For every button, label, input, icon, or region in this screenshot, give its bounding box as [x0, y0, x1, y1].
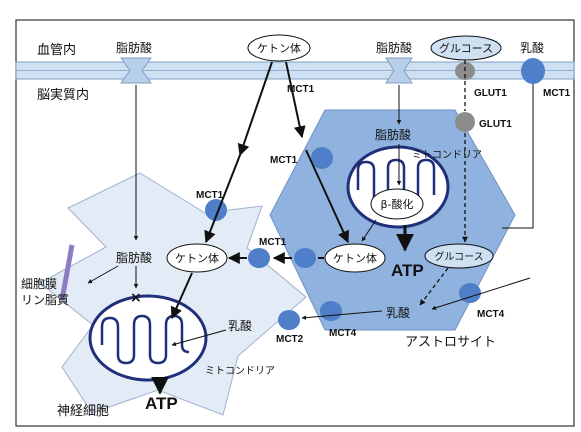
astrocyte-region-label: アストロサイト	[405, 335, 496, 350]
neuron-ketone-label: ケトン体	[175, 251, 219, 265]
mct1-astro-label: MCT1	[270, 155, 298, 166]
neuron-lactate-label: 乳酸	[228, 318, 252, 333]
astro-ketone-label: ケトン体	[333, 251, 377, 265]
glut1-astro-label: GLUT1	[479, 119, 512, 130]
ketone-blood-oval	[247, 34, 311, 62]
astro-glucose-label: グルコース	[434, 250, 483, 263]
glut1-astro-transporter	[455, 112, 475, 132]
glucose-blood-label: グルコース	[439, 41, 493, 55]
arrow-fatty-acid-to-membrane	[87, 265, 119, 284]
blocked-x-mark: ×	[130, 290, 142, 306]
mct1-astro-transporter	[311, 147, 333, 169]
ketone-astro-oval	[324, 243, 386, 273]
beta-oxidation-label: β-酸化	[381, 197, 414, 211]
glut1-vessel-label: GLUT1	[474, 88, 507, 99]
fatty-acid-right-label: 脂肪酸	[376, 40, 412, 55]
neuron-mitochondria-label: ミトコンドリア	[205, 366, 275, 377]
neuron-fatty-acid-label: 脂肪酸	[116, 250, 152, 265]
glucose-blood-oval	[430, 35, 502, 61]
mct1-lactate-vessel-label: MCT1	[543, 88, 571, 99]
astro-lactate-label: 乳酸	[386, 305, 410, 320]
mct1-ketone-label: MCT1	[259, 237, 287, 248]
mct1-neuron-label: MCT1	[196, 190, 224, 201]
mct4-right-transporter	[459, 283, 481, 303]
membrane-label-line2: リン脂質	[21, 292, 69, 307]
astrocyte-cristae	[356, 158, 436, 214]
neuron-mitochondrion	[88, 294, 208, 382]
fatty-acid-channel-left	[120, 57, 152, 84]
arrow-mito-to-ketone	[361, 219, 377, 242]
neuron-atp-label: ATP	[145, 394, 178, 413]
mct1-neuron-ketone-transporter	[248, 248, 270, 268]
mct1-astro-ketone-transporter	[294, 248, 316, 268]
fatty-acid-left-label: 脂肪酸	[116, 40, 152, 55]
arrow-ketone-into-astro	[305, 149, 349, 244]
astro-mitochondria-label: ミトコンドリア	[412, 150, 482, 161]
ketone-neuron-oval	[166, 243, 228, 273]
beta-oxidation-oval	[370, 188, 424, 220]
arrow-ketone-blood-to-astro	[285, 61, 306, 139]
mct1-ketone-vessel-label: MCT1	[287, 84, 315, 95]
astro-atp-label: ATP	[391, 261, 424, 280]
mct4-right-label: MCT4	[477, 309, 505, 320]
mct4-astro-transporter	[320, 301, 342, 321]
membrane-label-line1: 細胞膜	[21, 277, 57, 291]
mct2-transporter	[278, 310, 300, 330]
arrow-lactate-to-neuron	[301, 310, 383, 320]
mct4-astro-label: MCT4	[329, 328, 357, 339]
arrow-ketone-to-neuron-mito	[170, 272, 193, 320]
fatty-acid-channel-right	[385, 57, 413, 84]
ketone-blood-label: ケトン体	[257, 41, 301, 55]
arrow-neuron-lactate-to-mito	[171, 329, 227, 347]
astro-fatty-acid-label: 脂肪酸	[375, 127, 411, 142]
arrow-glucose-to-lactate	[419, 267, 449, 306]
phospholipid-membrane	[59, 244, 75, 301]
region-brain-label: 脳実質内	[37, 87, 89, 103]
arrow-lactate-to-astro-lactate	[431, 277, 531, 310]
arrow-ketone-blood-upper	[237, 61, 273, 157]
arrow-ketone-to-neuron	[204, 154, 241, 244]
arrow-lactate-blood-path	[502, 84, 534, 229]
mct1-vessel-transporter	[521, 58, 545, 84]
neuron-region-label: 神経細胞	[57, 404, 109, 419]
mct2-label: MCT2	[276, 334, 304, 345]
region-blood-label: 血管内	[37, 42, 76, 58]
glucose-astro-oval	[424, 243, 494, 269]
lactate-blood-label: 乳酸	[520, 40, 544, 55]
